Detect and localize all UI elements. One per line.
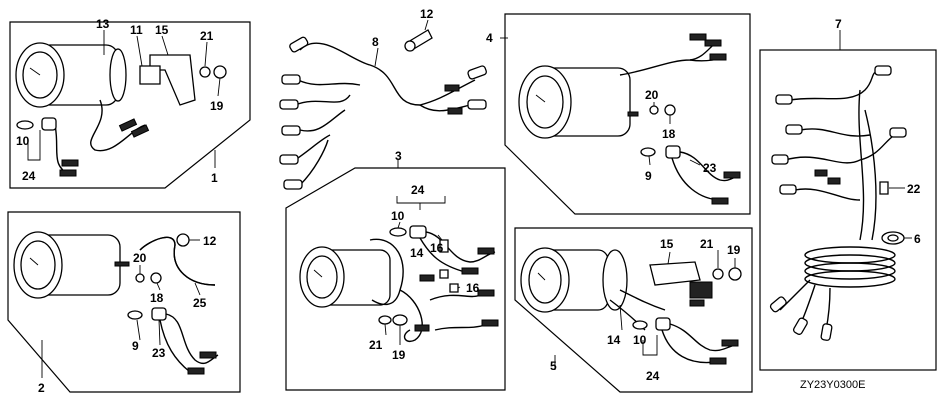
callout-18: 18 [150,291,164,305]
callout-21: 21 [200,29,214,43]
callout-10: 10 [391,209,405,223]
callout-9: 9 [645,169,652,183]
washer-part[interactable] [199,66,211,78]
panel-4: 4 20 18 9 23 [486,13,751,215]
meter-gauge-3[interactable] [299,238,404,308]
callout-23: 23 [703,161,717,175]
meter-gauge-4[interactable] [518,65,639,139]
washer-part[interactable] [135,273,145,283]
callout-15: 15 [155,23,169,37]
nut-part[interactable] [728,267,742,281]
diagram-code: ZY23Y0300E [800,379,865,391]
callout-7: 7 [835,17,842,31]
washer-part[interactable] [649,105,659,115]
panel-5: 15 21 19 14 10 24 5 [514,227,753,393]
callout-3: 3 [395,149,402,163]
callout-19: 19 [210,99,224,113]
callout-20: 20 [645,88,659,102]
callout-12: 12 [203,234,217,248]
callout-19: 19 [727,243,741,257]
nut-part[interactable] [213,65,227,79]
callout-22: 22 [907,182,921,196]
callout-24: 24 [646,369,660,383]
callout-23: 23 [152,346,166,360]
callout-4: 4 [486,31,493,45]
panel-3: 3 24 10 16 14 16 21 19 [285,149,506,391]
callout-15: 15 [660,237,674,251]
callout-9: 9 [132,339,139,353]
callout-14: 14 [410,246,424,260]
callout-18: 18 [662,127,676,141]
bracket-part[interactable] [649,261,701,286]
panel-2: 12 20 18 25 9 23 2 [7,211,241,395]
callout-21: 21 [369,338,383,352]
wire-harness-8[interactable]: 8 [279,35,487,190]
callout-8: 8 [372,35,379,49]
main-wire-harness-7[interactable] [769,65,907,341]
callout-20: 20 [133,251,147,265]
clip-part[interactable] [139,65,161,85]
meter-gauge-1[interactable] [15,42,127,108]
callout-21: 21 [700,237,714,251]
washer-part[interactable] [712,268,724,280]
panel-7: 7 22 6 [759,17,937,371]
callout-10: 10 [633,333,647,347]
clip-22[interactable] [879,181,905,195]
nut-part[interactable] [150,272,162,284]
grommet-6[interactable] [881,231,912,245]
callout-11: 11 [130,23,143,37]
clip-12-top[interactable]: 12 [404,7,434,52]
meter-gauge-2[interactable] [13,231,130,299]
callout-16a: 16 [430,241,444,255]
callout-19: 19 [392,348,406,362]
callout-2: 2 [38,381,45,395]
panel-1: 13 11 15 21 19 10 24 1 [9,17,251,189]
callout-25: 25 [193,296,207,310]
callout-12-top: 12 [420,7,434,21]
callout-16b: 16 [466,281,480,295]
callout-24: 24 [22,169,36,183]
callout-24: 24 [411,183,425,197]
meter-gauge-5[interactable] [520,247,628,313]
callout-5: 5 [550,359,557,373]
nut-part[interactable] [392,314,408,326]
callout-10: 10 [16,134,30,148]
washer-part[interactable] [378,315,392,325]
callout-14: 14 [607,333,621,347]
callout-6: 6 [914,232,921,246]
callout-13: 13 [96,17,110,31]
callout-1: 1 [211,171,218,185]
nut-part[interactable] [664,104,676,116]
